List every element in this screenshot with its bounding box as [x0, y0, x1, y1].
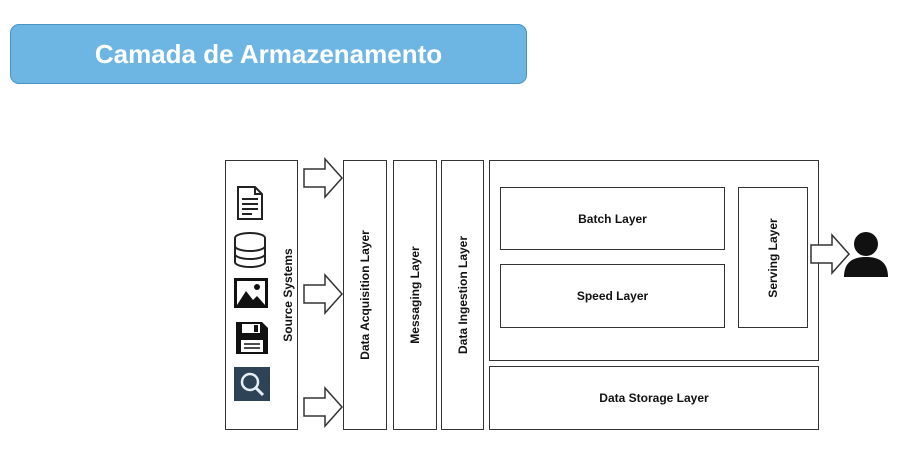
- search-icon: [234, 367, 270, 401]
- serving-layer-box: Serving Layer: [738, 187, 808, 328]
- messaging-layer-box: Messaging Layer: [393, 160, 437, 430]
- document-icon: [237, 186, 263, 220]
- source-systems-box: Source Systems: [225, 160, 298, 430]
- batch-layer-box: Batch Layer: [500, 187, 725, 250]
- data-acquisition-layer-box: Data Acquisition Layer: [343, 160, 387, 430]
- data-storage-layer-label: Data Storage Layer: [599, 391, 709, 405]
- serving-layer-label: Serving Layer: [766, 217, 780, 298]
- speed-layer-label: Speed Layer: [576, 289, 649, 303]
- batch-layer-label: Batch Layer: [578, 211, 647, 226]
- floppy-disk-icon: [236, 322, 268, 354]
- processing-container: Batch Layer Speed Layer Serving Layer: [489, 160, 819, 361]
- arrow-right-icon: [303, 386, 344, 428]
- arrow-right-icon: [303, 273, 344, 315]
- messaging-layer-label: Messaging Layer: [408, 246, 422, 344]
- arrow-right-icon: [303, 157, 344, 199]
- image-icon: [234, 278, 268, 308]
- data-storage-layer-box: Data Storage Layer: [489, 366, 819, 430]
- title-banner: Camada de Armazenamento: [10, 24, 527, 84]
- data-acquisition-layer-label: Data Acquisition Layer: [358, 230, 372, 360]
- data-ingestion-layer-label: Data Ingestion Layer: [455, 235, 470, 355]
- data-ingestion-layer-box: Data Ingestion Layer: [441, 160, 484, 430]
- user-icon: [844, 232, 888, 277]
- speed-layer-box: Speed Layer: [500, 264, 725, 328]
- arrow-right-icon: [810, 233, 851, 275]
- page-title: Camada de Armazenamento: [94, 38, 443, 69]
- source-systems-label: Source Systems: [281, 248, 295, 342]
- database-icon: [234, 232, 266, 268]
